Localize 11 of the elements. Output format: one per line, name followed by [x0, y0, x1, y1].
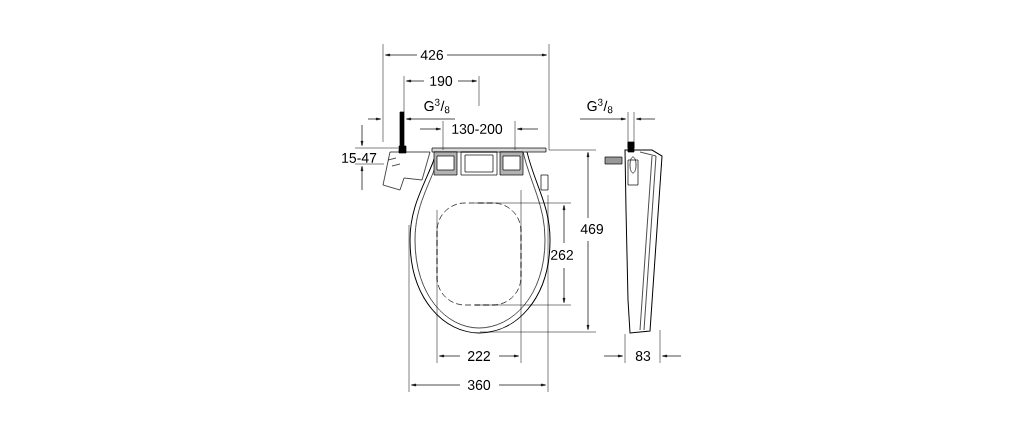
dimension-label: 360	[467, 380, 491, 390]
dimension-label: 222	[468, 351, 490, 361]
dimension-label: 15-47	[342, 153, 377, 163]
dimension-label: 262	[551, 250, 573, 260]
dimension-label: 469	[580, 224, 603, 234]
dimension-label: 130-200	[452, 124, 503, 134]
dimension-label: 190	[430, 76, 453, 86]
dimension-label: G$^{3}$/$_{8}$	[587, 98, 613, 114]
dimension-label: 426	[420, 50, 444, 60]
dimension-label: 83	[635, 351, 651, 361]
dimension-label: G$^{3}$/$_{8}$	[424, 98, 450, 114]
